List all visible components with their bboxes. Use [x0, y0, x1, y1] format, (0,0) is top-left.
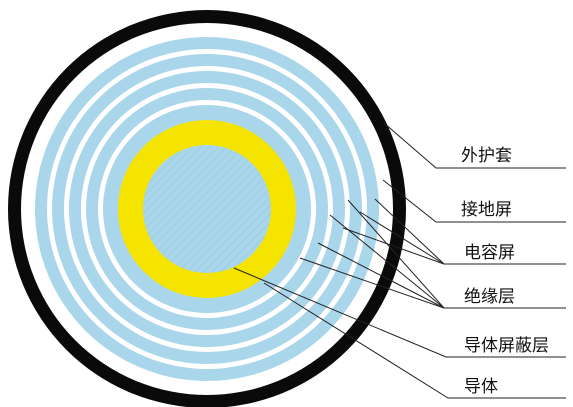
leader-line-conductor: [263, 282, 566, 399]
label-insulation: 绝缘层: [464, 287, 515, 307]
conductor-core: [143, 145, 271, 273]
leader-line-capacitive-screen-2: [359, 211, 445, 265]
leader-line-capacitive-screen-3: [342, 227, 445, 265]
label-conductor: 导体: [464, 377, 498, 397]
leader-line-insulation-4: [299, 257, 445, 309]
leader-lines: [233, 122, 566, 399]
leader-line-jacket: [383, 122, 566, 169]
leader-line-conductor-shield: [233, 267, 566, 358]
label-ground-screen: 接地屏: [461, 200, 512, 220]
leader-line-ground-screen: [382, 179, 566, 223]
leader-line-insulation-2: [329, 214, 445, 309]
label-conductor-shield: 导体屏蔽层: [464, 336, 549, 356]
leader-line-insulation-3: [317, 242, 445, 309]
label-capacitive-screen: 电容屏: [464, 243, 515, 263]
label-jacket: 外护套: [461, 146, 512, 166]
